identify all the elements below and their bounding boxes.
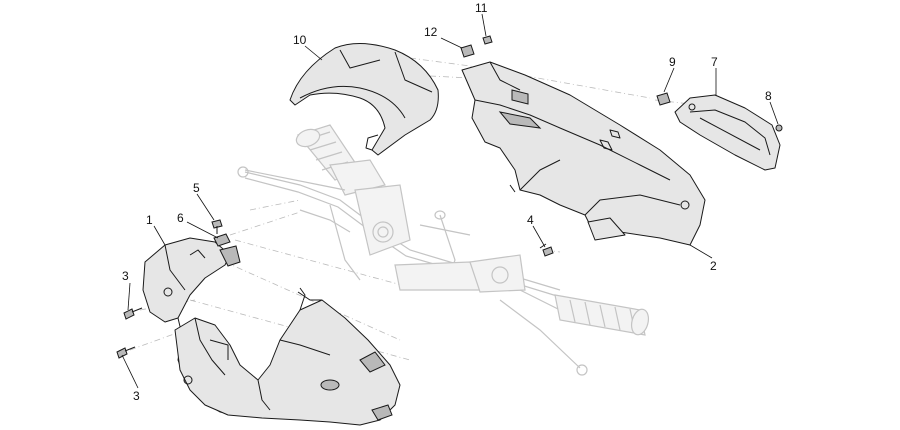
part-3-screw-lower bbox=[116, 346, 136, 359]
part-12-clip bbox=[460, 44, 475, 58]
part-4-screw bbox=[539, 243, 554, 257]
callout-10: 10 bbox=[293, 33, 307, 47]
leader-lines bbox=[121, 13, 779, 389]
callout-9: 9 bbox=[669, 55, 676, 69]
callout-3-lower: 3 bbox=[133, 389, 140, 403]
callout-6: 6 bbox=[177, 211, 184, 225]
callout-labels: 10 12 11 9 7 8 5 6 1 3 3 4 2 bbox=[122, 1, 772, 403]
part-6-clip bbox=[213, 233, 231, 247]
callout-2: 2 bbox=[710, 259, 717, 273]
part-2-rear-handlebar-cover bbox=[461, 61, 706, 246]
part-7-rear-panel bbox=[674, 94, 781, 171]
callout-7: 7 bbox=[711, 55, 718, 69]
callout-1: 1 bbox=[146, 213, 153, 227]
callout-5: 5 bbox=[193, 181, 200, 195]
callout-8: 8 bbox=[765, 89, 772, 103]
front-handlebar-cover-lower bbox=[174, 287, 401, 426]
part-9-clip bbox=[656, 92, 671, 106]
part-3-screw-upper bbox=[123, 307, 143, 320]
part-10-upper-cover bbox=[289, 43, 439, 156]
handlebar-assembly-background bbox=[237, 124, 650, 376]
part-5-screw bbox=[211, 219, 223, 234]
part-11-screw bbox=[482, 35, 493, 45]
callout-12: 12 bbox=[424, 25, 438, 39]
callout-4: 4 bbox=[527, 213, 534, 227]
callout-3-upper: 3 bbox=[122, 269, 129, 283]
part-8-screw bbox=[775, 124, 783, 132]
callout-11: 11 bbox=[475, 1, 488, 15]
